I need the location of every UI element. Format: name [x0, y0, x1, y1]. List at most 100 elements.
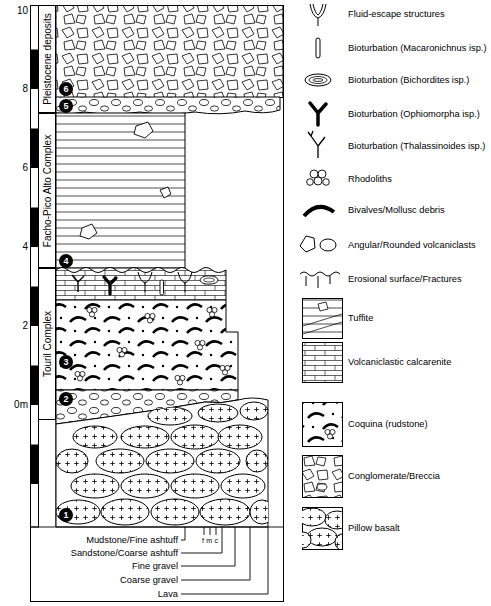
rhodolith: [220, 365, 230, 375]
conglomerate-swatch: [317, 484, 327, 490]
conglomerate-swatch: [303, 456, 343, 498]
scale-number: 10: [17, 5, 28, 17]
pillow-basalt-swatch: [302, 532, 311, 548]
fluid-escape-symbol: [310, 4, 326, 26]
grain-size-axis: [181, 527, 268, 594]
pillow-basalt-swatch: [335, 534, 342, 549]
trace-fossils: [72, 275, 84, 292]
pillow: [218, 425, 262, 449]
rhodolith: [175, 375, 185, 385]
trace-fossils: [178, 272, 192, 292]
callout-number: 6: [59, 82, 73, 96]
angular-clast: [80, 224, 97, 239]
angular-clast: [160, 187, 171, 198]
coquina-swatch: [303, 403, 343, 447]
legend-label: Bioturbation (Bichordites isp.): [348, 75, 469, 86]
conglomerate-swatch: [303, 456, 343, 498]
coquina-swatch: [303, 403, 343, 447]
calcarenite-swatch: [303, 343, 343, 383]
tuffite-swatch: [303, 299, 343, 339]
ophiomorpha-symbol: [310, 103, 326, 125]
tuffite-swatch: [303, 299, 343, 339]
pillow: [96, 449, 144, 473]
pillow-basalt-swatch: [325, 511, 342, 529]
frame: [31, 6, 284, 602]
bichordites-symbol: [305, 74, 331, 86]
grain-size-axis: [181, 527, 222, 553]
grain-size-axis: [181, 527, 185, 540]
rhodolith-symbol: [314, 177, 322, 185]
grain-size-axis: [181, 527, 235, 566]
frame: [39, 5, 57, 527]
grain-size-label: Lava: [158, 589, 178, 600]
callout-number: 1: [59, 508, 73, 522]
erosion-symbol: [300, 272, 340, 288]
grain-size-axis: [30, 527, 283, 528]
pillow: [246, 450, 268, 472]
rhodolith-symbol: [307, 170, 330, 185]
pillow: [148, 407, 192, 425]
pillow: [121, 474, 169, 498]
bichordites-symbol: [305, 74, 331, 86]
bivalve-symbol: [304, 207, 334, 216]
pillow-basalt-swatch: [302, 508, 342, 549]
rhodolith-symbol: [307, 179, 314, 186]
tuffite-swatch: [318, 302, 328, 311]
grain-size-axis: [204, 527, 216, 535]
grain-size-axis: [30, 527, 283, 594]
unit-name: Facho-Pico Alto Complex: [42, 134, 53, 246]
bichordites-symbol: [313, 79, 323, 82]
conglomerate-layer: [56, 97, 280, 114]
legend-label: Tuffite: [348, 313, 373, 324]
grain-size-label: Coarse gravel: [120, 575, 178, 586]
callout-number: 3: [59, 355, 73, 369]
unit-band: Pleistocene deposits: [38, 5, 56, 113]
pillow: [196, 449, 240, 473]
volcaniclast-symbol: [300, 236, 336, 252]
pillow-basalt-swatch: [295, 508, 349, 551]
grain-size-label: Sandstone/Coarse ashtuff: [71, 548, 178, 559]
legend-label: Conglomerate/Breccia: [348, 471, 440, 482]
unit-band: Facho-Pico Alto Complex: [38, 113, 56, 268]
trace-fossils: [160, 280, 164, 295]
volcaniclast-symbol: [300, 236, 315, 252]
volcaniclast-symbol: [320, 239, 336, 251]
trace-fossils: [138, 272, 152, 292]
trace-fossils: [72, 272, 218, 295]
grain-size-label: Mudstone/Fine ashtuff: [86, 535, 178, 546]
pillow-basalt-swatch: [302, 508, 326, 526]
legend-label: Pillow basalt: [348, 523, 400, 534]
callout-number: 4: [59, 254, 73, 268]
trace-fossils: [204, 278, 215, 282]
rhodolith: [75, 307, 230, 385]
unit-name: Touril Complex: [42, 311, 53, 377]
frame: [31, 5, 284, 602]
thalassinoides-symbol: [308, 131, 325, 158]
lithology-column: [56, 6, 283, 528]
macaronichnus-symbol: [316, 38, 320, 58]
callout-number: 5: [59, 99, 73, 113]
pillow: [56, 402, 274, 525]
pillow: [146, 449, 194, 473]
grain-size-label: fmc: [202, 537, 220, 545]
trace-fossils: [200, 276, 218, 284]
pillow: [56, 449, 88, 473]
rhodolith: [87, 307, 97, 317]
unit-band: Touril Complex: [38, 268, 56, 420]
rhodolith: [117, 347, 127, 357]
scale-number: 8: [22, 83, 28, 95]
angular-clast: [80, 122, 171, 239]
legend-label: Angular/Rounded volcaniclasts: [348, 240, 476, 251]
tuffite-layer: [56, 113, 185, 268]
pillow-basalt-layer: [56, 398, 268, 527]
legend-label: Fluid-escape structures: [348, 9, 445, 20]
legend-label: Rhodoliths: [348, 174, 392, 185]
legend-label: Erosional surface/Fractures: [348, 274, 462, 285]
pillow: [121, 426, 169, 448]
rhodolith-symbol: [323, 179, 330, 186]
pillow: [73, 426, 117, 448]
callout-number: 2: [59, 392, 73, 406]
pillow-basalt-swatch: [307, 528, 337, 546]
pillow: [151, 499, 199, 525]
